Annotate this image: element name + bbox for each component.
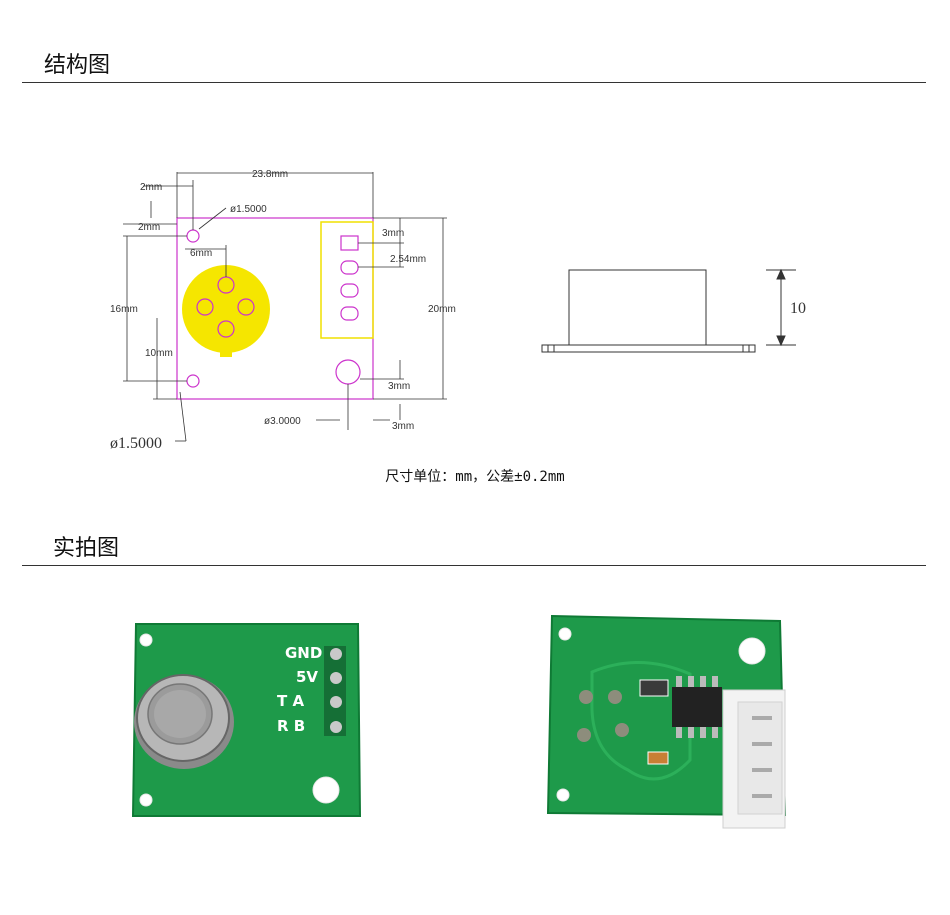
structure-divider (22, 82, 926, 83)
side-view-height: 10 (790, 300, 806, 317)
dim-left-2mm: 2mm (140, 182, 162, 193)
back-mount-hole (556, 788, 570, 802)
dim-10mm: 10mm (145, 348, 173, 359)
unit-caption: 尺寸单位：mm，公差±0.2mm (385, 469, 565, 485)
front-mount-hole (139, 633, 153, 647)
dim-top-2mm: 2mm (138, 222, 160, 233)
sensor-pin-hole (217, 320, 235, 338)
side-view (541, 268, 796, 353)
connector-pin (340, 306, 359, 321)
photo-front-board: GND 5V T A R B (131, 623, 362, 817)
connector-pin (340, 283, 359, 298)
sensor-pad (182, 265, 270, 353)
dim-hole-small-bottom: ø1.5000 (110, 435, 162, 452)
connector-pin (340, 260, 359, 275)
dim-hole-big: ø3.0000 (264, 416, 301, 427)
pin-label-5v: 5V (296, 668, 318, 686)
dim-pin-3mm: 3mm (382, 228, 404, 239)
back-mount-hole (558, 627, 572, 641)
dim-bottom-3mm: 3mm (392, 421, 414, 432)
dim-right-3mm: 3mm (388, 381, 410, 392)
chip-ic (672, 687, 722, 727)
photo-section-title: 实拍图 (53, 536, 120, 561)
pin-label-ta: T A (277, 692, 304, 710)
photo-divider (22, 565, 926, 566)
sensor-pin-hole (196, 298, 214, 316)
dim-width: 23.8mm (252, 169, 288, 180)
dim-pin-254mm: 2.54mm (390, 254, 426, 265)
front-mount-hole (139, 793, 153, 807)
dim-20mm: 20mm (428, 304, 456, 315)
connector-outline (320, 221, 374, 339)
back-mount-hole-big (738, 637, 766, 665)
sensor-pin-hole (237, 298, 255, 316)
dim-6mm: 6mm (190, 248, 212, 259)
dim-16mm: 16mm (110, 304, 138, 315)
pin-label-rb: R B (277, 717, 305, 735)
photo-back-board (546, 614, 787, 829)
dim-hole-small-top: ø1.5000 (230, 204, 267, 215)
pin-label-gnd: GND (285, 644, 322, 662)
front-mount-hole-big (312, 776, 340, 804)
sensor-pad-tab (220, 345, 232, 357)
structure-section-title: 结构图 (44, 53, 111, 78)
